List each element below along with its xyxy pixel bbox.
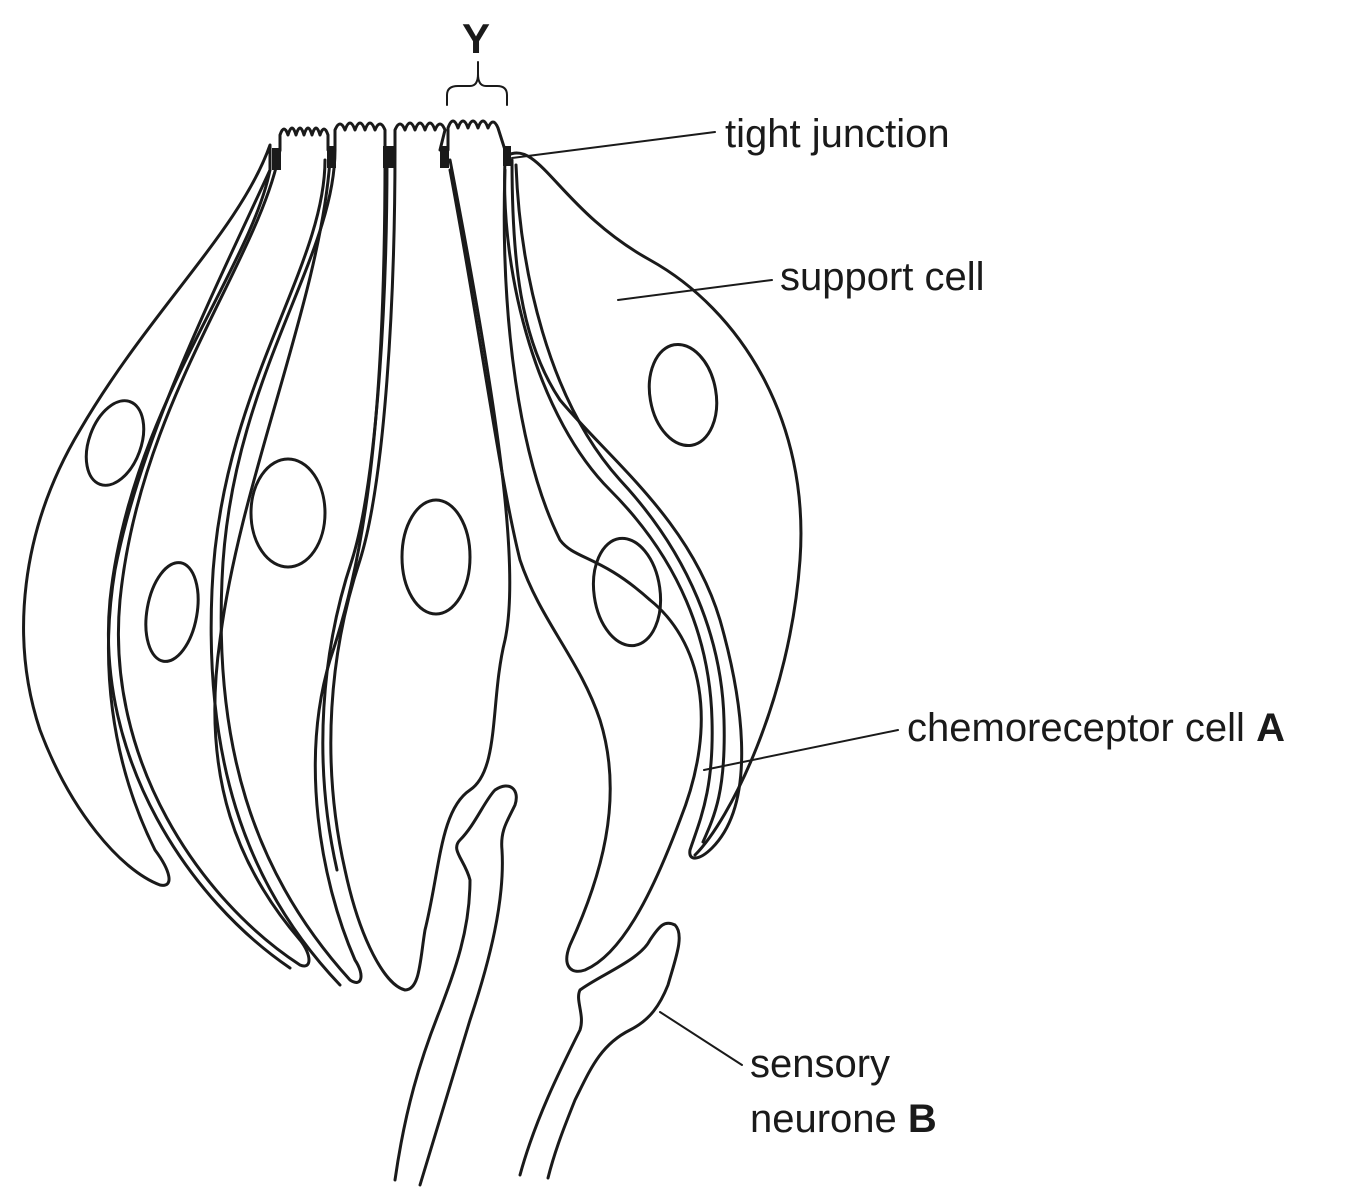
tight-junction-mark: [503, 146, 511, 166]
sensory-neurone-b: [518, 921, 681, 1180]
chemoreceptor-cell-a-membrane: [514, 163, 726, 844]
chemoreceptor-cell-1: [117, 148, 332, 968]
label-sensory-line1: sensory: [750, 1042, 891, 1086]
nucleus: [647, 342, 719, 448]
chemoreceptor-cell-2: [219, 148, 387, 984]
nucleus: [591, 536, 663, 648]
leader-chemoreceptor: [703, 729, 899, 771]
left-support-cell: [22, 143, 272, 887]
tight-junction-mark: [272, 148, 281, 170]
tight-junction-mark: [440, 146, 449, 168]
tight-junction-mark: [383, 146, 395, 168]
chemoreceptor-cell-1-membrane: [107, 168, 292, 970]
label-sensory-line2: neurone B: [750, 1095, 937, 1143]
microvilli-4: [446, 119, 507, 152]
label-chemoreceptor-letter: A: [1256, 706, 1285, 750]
leader-tight-junction: [511, 131, 716, 159]
chemoreceptor-cell-3-membrane: [321, 158, 389, 872]
chemoreceptor-cell-a: [503, 158, 744, 860]
label-chemoreceptor-text: chemoreceptor cell: [907, 706, 1245, 750]
label-chemoreceptor-cell: chemoreceptor cell A: [907, 704, 1285, 752]
microvilli-1: [278, 126, 330, 152]
microvilli-3: [393, 121, 447, 152]
label-tight-junction: tight junction: [725, 112, 950, 156]
lower-right-cell: [448, 168, 703, 973]
nucleus: [84, 399, 146, 487]
chemoreceptor-cell-3: [329, 148, 512, 992]
tight-junction-mark: [327, 146, 336, 168]
leader-support-cell: [617, 279, 773, 301]
label-support-cell: support cell: [780, 255, 985, 299]
sensory-neurone-fibre-left: [393, 784, 518, 1187]
nucleus: [144, 561, 200, 663]
label-y: Y: [462, 15, 491, 62]
y-bracket: [446, 61, 508, 106]
nucleus: [249, 457, 327, 569]
label-sensory-letter: B: [907, 1097, 937, 1141]
microvilli-2: [333, 121, 387, 152]
leader-sensory-neurone: [659, 1011, 743, 1066]
chemoreceptor-cell-2-membrane: [209, 158, 342, 987]
right-support-cell: [506, 151, 803, 857]
label-sensory-neurone-text: neurone: [750, 1097, 897, 1141]
nucleus: [400, 498, 472, 616]
